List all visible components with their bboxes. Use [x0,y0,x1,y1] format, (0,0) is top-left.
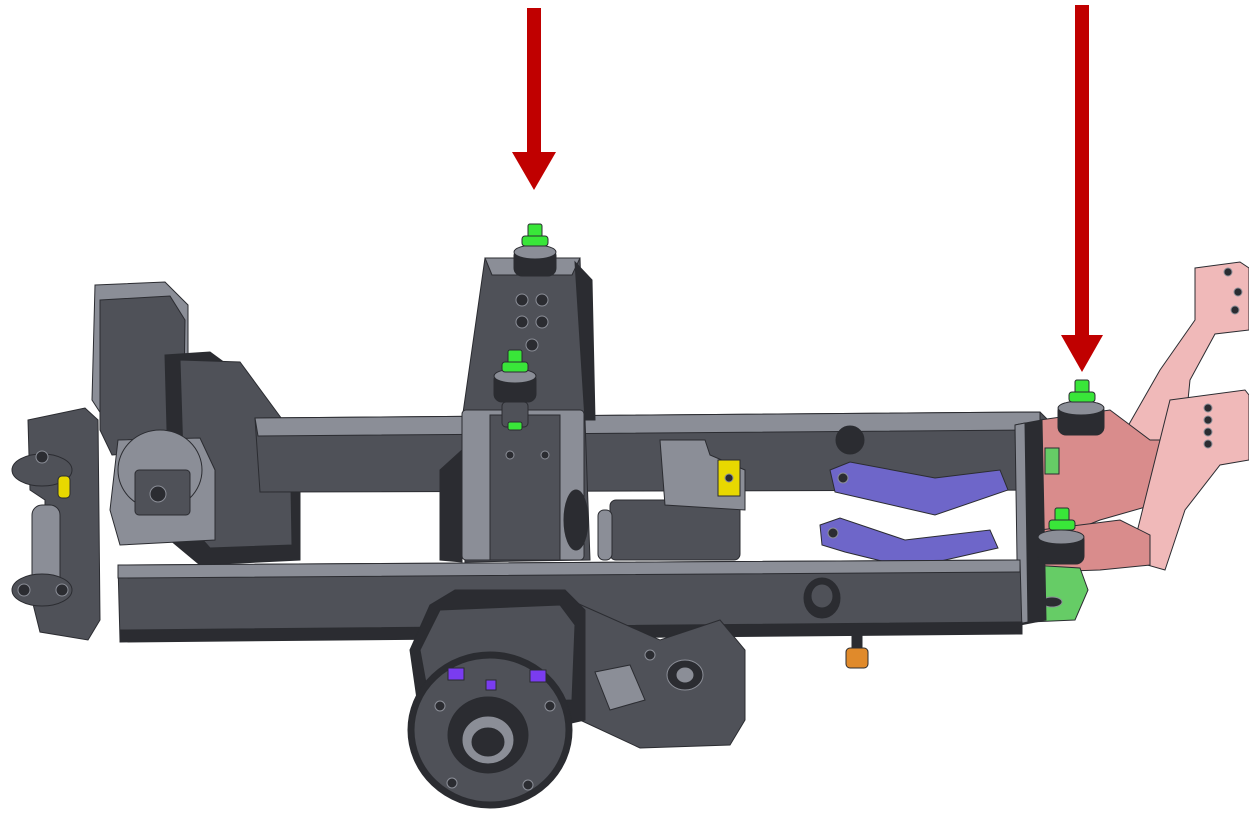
left-end-bracket [11,281,301,641]
wheel-hub [407,651,573,809]
blue-linkage [819,461,1009,569]
mount-right-lower [1037,507,1085,565]
mount-center-top [513,223,557,277]
yellow-pin [57,475,71,499]
mount-right-front [1057,379,1105,436]
center-mechanism [563,439,746,561]
mount-center-mid [493,349,537,431]
arrow-right-mount [1061,5,1103,372]
orange-spacer [845,634,869,669]
arrow-center-mount [512,8,556,190]
